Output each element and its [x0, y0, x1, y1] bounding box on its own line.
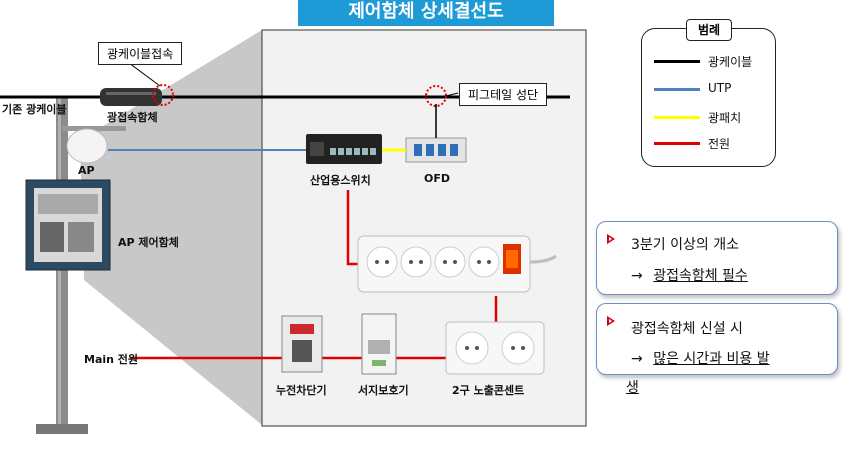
ap-device	[66, 128, 108, 164]
breaker-label: 누전차단기	[276, 384, 327, 397]
pole-base	[36, 424, 88, 434]
legend-swatch-power	[654, 142, 700, 145]
note-line: 광접속함체 신설 시	[631, 321, 743, 337]
legend-swatch-patch	[654, 116, 700, 119]
title-bar: 제어함체 상세결선도	[298, 0, 554, 26]
note-emphasis-overflow: 생	[626, 380, 639, 396]
fiber-joint-label: 광케이블접속	[98, 42, 183, 65]
legend-item: UTP	[654, 79, 772, 99]
note-emphasis: 많은 시간과 비용 발	[653, 351, 770, 367]
main-power-label: Main 전원	[84, 353, 139, 366]
legend-swatch-utp	[654, 88, 700, 91]
legend-swatch-fiber	[654, 60, 700, 63]
note-box: 광접속함체 신설 시 → 많은 시간과 비용 발	[596, 303, 838, 375]
legend-item: 전원	[654, 133, 772, 153]
surge-label: 서지보호기	[358, 384, 409, 397]
page-title: 제어함체 상세결선도	[348, 1, 504, 22]
legend-title: 범례	[686, 19, 732, 41]
legend-item-label: UTP	[708, 81, 732, 95]
legend-item-label: 전원	[708, 137, 731, 151]
arrow-icon: →	[631, 268, 643, 284]
ofd-label: OFD	[424, 172, 450, 185]
ap-enclosure-label: AP 제어함체	[118, 236, 179, 249]
legend: 범례 광케이블 UTP 광패치 전원	[641, 19, 776, 167]
outlet-label: 2구 노출콘센트	[452, 384, 525, 397]
legend-item: 광케이블	[654, 51, 772, 71]
note-emphasis: 광접속함체 필수	[653, 268, 748, 284]
note-line: 3분기 이상의 개소	[631, 237, 739, 253]
legend-item: 광패치	[654, 107, 772, 127]
legend-item-label: 광케이블	[708, 55, 753, 69]
note-box: 3분기 이상의 개소 → 광접속함체 필수	[596, 221, 838, 295]
legend-item-label: 광패치	[708, 111, 742, 125]
pigtail-label: 피그테일 성단	[459, 83, 548, 106]
existing-cable-label: 기존 광케이블	[2, 103, 67, 116]
fiber-joint-marker	[152, 84, 174, 106]
ap-label: AP	[78, 164, 95, 177]
splice-box-label: 광접속함체	[107, 111, 158, 124]
power-line-switch	[346, 190, 358, 266]
pole-arm	[62, 126, 126, 131]
arrow-icon: →	[631, 351, 643, 367]
switch-label: 산업용스위치	[310, 174, 371, 187]
